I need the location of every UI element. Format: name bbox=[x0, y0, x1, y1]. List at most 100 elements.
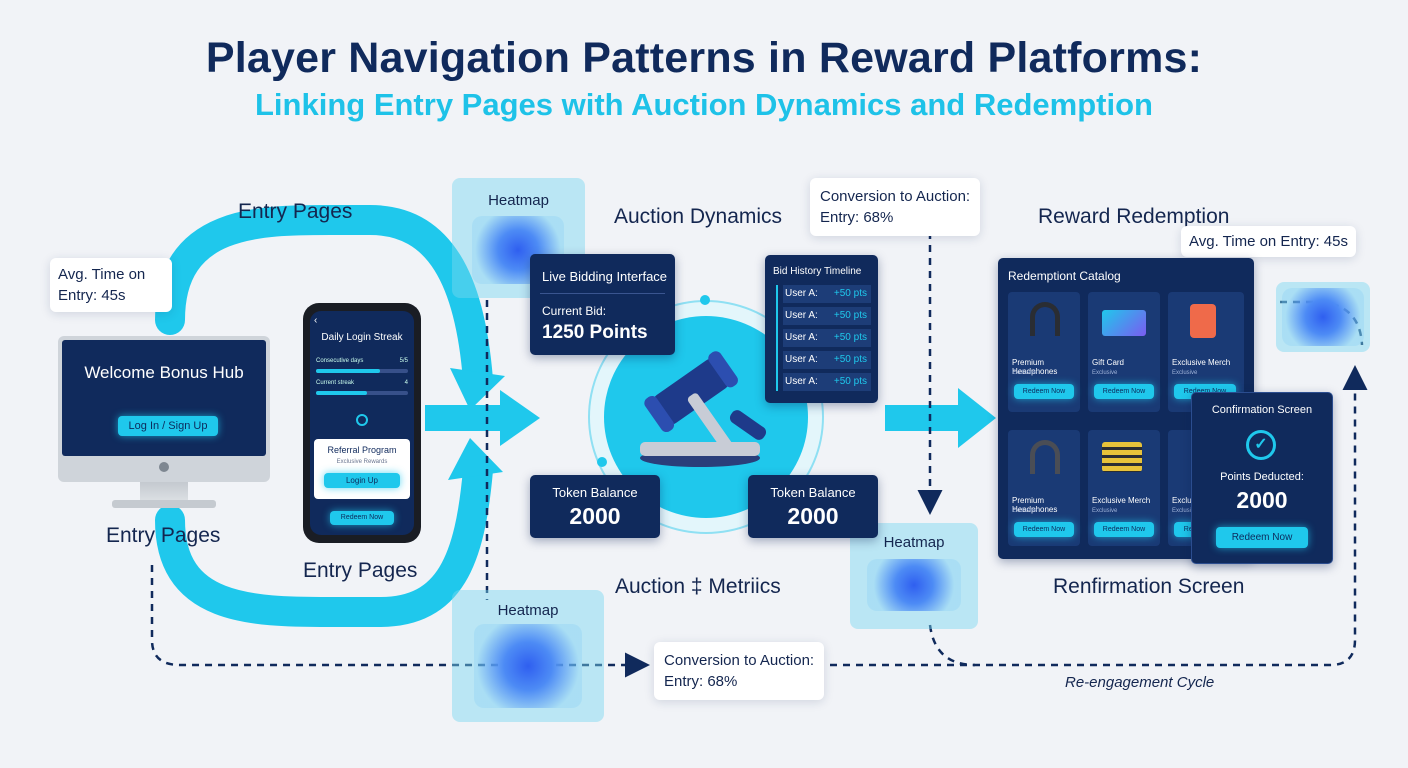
referral-title: Referral Program bbox=[327, 445, 397, 455]
conversion-bottom-line1: Conversion to Auction: bbox=[664, 652, 815, 669]
bid-history-pts: +50 pts bbox=[833, 310, 867, 321]
catalog-redeem-button[interactable]: Redeem Now bbox=[1094, 384, 1154, 399]
catalog-redeem-button[interactable]: Redeem Now bbox=[1094, 522, 1154, 537]
heatmap-right bbox=[1276, 282, 1370, 352]
avg-time-callout-left: Avg. Time on Entry: 45s bbox=[50, 258, 172, 312]
reengagement-cycle-label: Re-engagement Cycle bbox=[1065, 674, 1215, 691]
dashed-entry-to-conversion bbox=[150, 565, 650, 678]
bid-history-user: User A: bbox=[785, 332, 818, 343]
current-bid-value: 1250 Points bbox=[542, 322, 648, 343]
dashed-heatmap-loop bbox=[928, 624, 976, 667]
renfirmation-screen-label: Renfirmation Screen bbox=[1053, 575, 1245, 598]
merch-box-icon bbox=[1102, 442, 1142, 472]
streak-bar-1-fill bbox=[316, 369, 381, 373]
flow-arc-top bbox=[155, 205, 493, 395]
avg-time-callout-right: Avg. Time on Entry: 45s bbox=[1181, 226, 1356, 257]
streak-row-1-value: 5/5 bbox=[399, 358, 408, 364]
gavel-icon bbox=[640, 351, 767, 467]
streak-row-2-value: 4 bbox=[404, 380, 408, 386]
bid-history-row: User A:+50 pts bbox=[783, 285, 871, 303]
desktop-screen: Welcome Bonus Hub Log In / Sign Up bbox=[62, 340, 266, 456]
auction-dynamics-label: Auction Dynamics bbox=[614, 205, 783, 228]
streak-row-1-label: Consecutive days bbox=[316, 358, 364, 364]
back-chevron-icon[interactable]: ‹ bbox=[314, 315, 318, 326]
heatmap-middle-right: Heatmap bbox=[850, 523, 978, 629]
dashed-reengagement bbox=[830, 365, 1368, 667]
headphones-icon bbox=[1030, 302, 1060, 336]
catalog-redeem-button[interactable]: Redeem Now bbox=[1014, 522, 1074, 537]
catalog-title: Redemptiont Catalog bbox=[1008, 269, 1121, 283]
live-bidding-divider bbox=[540, 293, 665, 294]
bid-history-row: User A: +50 pts bbox=[783, 351, 871, 369]
flow-arrow-auction-head bbox=[500, 390, 540, 446]
bid-history-pts: +50 pts bbox=[833, 354, 867, 365]
daily-login-streak-title: Daily Login Streak bbox=[321, 332, 403, 343]
streak-bar-2-fill bbox=[316, 391, 367, 395]
bid-history-row: User A:+50 pts bbox=[783, 329, 871, 347]
merch-icon bbox=[1190, 304, 1216, 338]
catalog-redeem-button[interactable]: Redeem Now bbox=[1014, 384, 1074, 399]
confirmation-panel: Confirmation Screen ✓ Points Deducted: 2… bbox=[1191, 392, 1333, 564]
streak-row-2: Current streak 4 bbox=[316, 380, 408, 386]
entry-pages-mid-label: Entry Pages bbox=[303, 559, 418, 582]
bid-history-timeline-line bbox=[776, 285, 778, 391]
live-bidding-panel: Live Bidding Interface Current Bid: 1250… bbox=[530, 254, 675, 355]
streak-bar-1 bbox=[316, 369, 408, 373]
heatmap-top-label: Heatmap bbox=[488, 192, 549, 209]
catalog-item-card[interactable]: Exclusive Merch Exclusive Redeem Now bbox=[1088, 430, 1160, 546]
conversion-top-line1: Conversion to Auction: bbox=[820, 188, 971, 205]
heatmap-middle-right-blob bbox=[867, 559, 961, 611]
current-bid-label: Current Bid: bbox=[542, 304, 607, 318]
token-balance-left-value: 2000 bbox=[569, 503, 621, 529]
bid-history-user: User A: bbox=[785, 376, 818, 387]
bid-history-user: User A: bbox=[785, 354, 818, 365]
streak-row-1: Consecutive days 5/5 bbox=[316, 358, 408, 364]
bid-history-user: User A: bbox=[785, 310, 818, 321]
reward-redemption-label: Reward Redemption bbox=[1038, 205, 1230, 228]
streak-bar-2 bbox=[316, 391, 408, 395]
bid-history-pts: +50 pts bbox=[833, 376, 867, 387]
conversion-bottom-line2: Entry: 68% bbox=[664, 673, 738, 690]
token-balance-right: Token Balance 2000 bbox=[748, 475, 878, 538]
catalog-item-name: Premium Headphones bbox=[1012, 496, 1058, 514]
catalog-item-card[interactable]: Gift Card Exclusive Redeem Now bbox=[1088, 292, 1160, 412]
catalog-item-card[interactable]: Premium Headphones Exclusive Redeem Now bbox=[1008, 430, 1080, 546]
catalog-item-name: Gift Card bbox=[1092, 358, 1125, 367]
catalog-item-sub: Exclusive bbox=[1092, 508, 1118, 514]
shield-icon bbox=[356, 414, 368, 426]
catalog-item-sub: Exclusive bbox=[1012, 508, 1038, 514]
auction-metrics-label: Auction ​‡ Metriics bbox=[615, 575, 781, 598]
heatmap-right-blob bbox=[1282, 288, 1364, 346]
login-signup-button[interactable]: Log In / Sign Up bbox=[118, 416, 218, 436]
points-deducted-label: Points Deducted: bbox=[1220, 471, 1304, 483]
checkmark-icon: ✓ bbox=[1246, 430, 1276, 460]
flow-arrow-reward-head bbox=[958, 388, 996, 448]
confirmation-redeem-button[interactable]: Redeem Now bbox=[1216, 527, 1308, 548]
flow-arc-bottom-head bbox=[448, 438, 503, 480]
token-balance-left-label: Token Balance bbox=[552, 485, 638, 500]
catalog-item-card[interactable]: Premium Headphones Exclusive Redeem Now bbox=[1008, 292, 1080, 412]
page-subtitle: Linking Entry Pages with Auction Dynamic… bbox=[255, 87, 1153, 122]
points-deducted-value: 2000 bbox=[1236, 487, 1288, 513]
catalog-item-name: Premium Headphones bbox=[1012, 358, 1058, 376]
phone-redeem-button[interactable]: Redeem Now bbox=[330, 511, 394, 525]
catalog-item-sub: Exclusive bbox=[1172, 370, 1198, 376]
ring-node-left bbox=[597, 457, 607, 467]
page-title: Player Navigation Patterns in Reward Pla… bbox=[205, 34, 1203, 82]
heatmap-bottom-blob bbox=[474, 624, 582, 708]
token-balance-right-label: Token Balance bbox=[770, 485, 856, 500]
bid-history-user: User A: bbox=[785, 288, 818, 299]
entry-pages-left-label: Entry Pages bbox=[106, 524, 221, 547]
confirmation-title: Confirmation Screen bbox=[1211, 404, 1313, 416]
referral-login-button[interactable]: Login Up bbox=[324, 473, 400, 488]
catalog-item-sub: Exclusive bbox=[1092, 370, 1118, 376]
monitor-stand bbox=[140, 482, 188, 502]
heatmap-middle-right-label: Heatmap bbox=[883, 534, 945, 551]
live-bidding-title: Live Bidding Interface bbox=[542, 269, 668, 284]
flow-arc-bottom bbox=[155, 455, 493, 627]
ring-node-top bbox=[700, 295, 710, 305]
conversion-callout-bottom: Conversion to Auction: Entry: 68% bbox=[654, 642, 825, 700]
flow-arrow-auction-shaft bbox=[425, 405, 505, 431]
streak-row-2-label: Current streak bbox=[316, 380, 355, 386]
bid-history-title: Bid History Timeline bbox=[773, 266, 862, 277]
